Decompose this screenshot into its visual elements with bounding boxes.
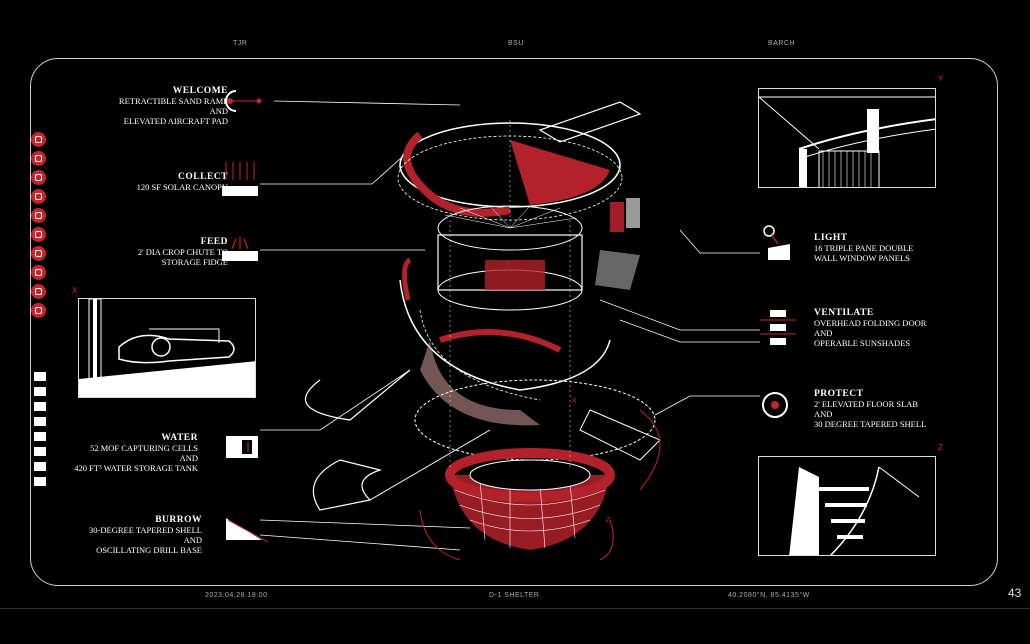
sandstorm-icon xyxy=(31,284,46,299)
stage-2-icon xyxy=(34,387,46,396)
snow-icon xyxy=(31,151,46,166)
window-panel-icon xyxy=(763,225,790,260)
header-center: BSU xyxy=(508,40,524,47)
stage-3-icon xyxy=(34,402,46,411)
protect-line-1: 2' ELEVATED FLOOR SLAB xyxy=(814,399,919,409)
bottom-divider xyxy=(0,608,1030,609)
protect-line-3: 30 DEGREE TAPERED SHELL xyxy=(814,419,927,429)
heat-icon xyxy=(31,227,46,242)
water-line-2: AND xyxy=(179,453,198,463)
ventilate-title: VENTILATE xyxy=(814,308,874,318)
label-protect: PROTECT 2' ELEVATED FLOOR SLAB AND 30 DE… xyxy=(814,389,974,429)
label-ventilate: VENTILATE OVERHEAD FOLDING DOOR AND OPER… xyxy=(814,308,974,348)
water-line-3: 420 FT³ WATER STORAGE TANK xyxy=(74,463,198,473)
leader-lines xyxy=(260,100,760,551)
label-welcome: WELCOME RETRACTIBLE SAND RAMP AND ELEVAT… xyxy=(70,86,228,126)
label-water: WATER 52 MOF CAPTURING CELLS AND 420 FT³… xyxy=(50,433,198,473)
feed-title: FEED xyxy=(200,237,228,247)
footer-coordinates: 40.2080°N, 85.4135°W xyxy=(728,592,810,599)
welcome-line-2: AND xyxy=(209,106,228,116)
label-burrow: BURROW 30-DEGREE TAPERED SHELL AND OSCIL… xyxy=(60,515,202,555)
collect-title: COLLECT xyxy=(178,172,228,182)
stage-8-icon xyxy=(34,477,46,486)
welcome-title: WELCOME xyxy=(172,86,228,96)
crop-chute-icon xyxy=(222,237,258,261)
light-line-1: 16 TRIPLE PANE DOUBLE xyxy=(814,243,914,253)
feed-line-2: STORAGE FIDGE xyxy=(161,257,228,267)
diagram-frame xyxy=(30,58,998,586)
sun-icon xyxy=(31,170,46,185)
burrow-line-3: OSCILLATING DRILL BASE xyxy=(96,545,202,555)
ventilate-line-2: AND xyxy=(814,328,833,338)
welcome-line-3: ELEVATED AIRCRAFT PAD xyxy=(123,116,228,126)
axis-z-marker: Z xyxy=(606,517,611,524)
welcome-line-1: RETRACTIBLE SAND RAMP xyxy=(118,96,228,106)
burrow-line-1: 30-DEGREE TAPERED SHELL xyxy=(89,525,202,535)
axis-y-label: Y xyxy=(938,74,944,83)
label-light: LIGHT 16 TRIPLE PANE DOUBLE WALL WINDOW … xyxy=(814,233,974,263)
shelter-stage-icon-column xyxy=(31,372,47,492)
floor-slab-icon xyxy=(762,392,788,418)
solar-canopy-icon xyxy=(222,162,258,196)
axis-x-label: X xyxy=(72,286,78,295)
tapered-shell-icon xyxy=(226,518,269,543)
light-title: LIGHT xyxy=(814,233,848,243)
welcome-ramp-icon xyxy=(225,90,262,112)
detail-inset-z xyxy=(758,456,936,556)
detail-inset-y xyxy=(758,88,936,188)
burrow-line-2: AND xyxy=(183,535,202,545)
water-tank-icon xyxy=(226,436,258,458)
exploded-shelter-diagram xyxy=(260,100,760,560)
page-number: 43 xyxy=(1008,586,1022,600)
protect-line-2: AND xyxy=(814,409,833,419)
stage-4-icon xyxy=(34,417,46,426)
burrow-title: BURROW xyxy=(155,515,202,525)
stage-7-icon xyxy=(34,462,46,471)
ventilate-line-3: OPERABLE SUNSHADES xyxy=(814,338,911,348)
water-drop-icon xyxy=(31,208,46,223)
stage-1-icon xyxy=(34,372,46,381)
light-line-2: WALL WINDOW PANELS xyxy=(814,253,910,263)
wind-icon xyxy=(31,189,46,204)
solar-icon xyxy=(31,132,46,147)
footer-timestamp: 2023.04.28.18:00 xyxy=(205,592,268,599)
detail-inset-x xyxy=(78,298,256,398)
header-left: TJR xyxy=(233,40,248,47)
axis-z-label: Z xyxy=(938,443,943,452)
collect-line-1: 120 SF SOLAR CANOPY xyxy=(136,182,228,192)
warning-icon xyxy=(31,303,46,318)
water-line-1: 52 MOF CAPTURING CELLS xyxy=(90,443,198,453)
stage-6-icon xyxy=(34,447,46,456)
label-feed: FEED 2' DIA CROP CHUTE TO STORAGE FIDGE xyxy=(70,237,228,267)
protect-title: PROTECT xyxy=(814,389,864,399)
dust-icon xyxy=(31,265,46,280)
fire-icon xyxy=(31,246,46,261)
feed-line-1: 2' DIA CROP CHUTE TO xyxy=(137,247,228,257)
ventilate-line-1: OVERHEAD FOLDING DOOR xyxy=(814,318,927,328)
label-collect: COLLECT 120 SF SOLAR CANOPY xyxy=(70,172,228,192)
axis-x-marker: X xyxy=(572,398,577,405)
stage-5-icon xyxy=(34,432,46,441)
hazard-icon-column xyxy=(31,132,47,322)
header-right: BARCH xyxy=(768,40,796,47)
water-title: WATER xyxy=(161,433,198,443)
footer-title: D-1 SHELTER xyxy=(489,592,540,599)
folding-door-icon xyxy=(760,310,796,345)
